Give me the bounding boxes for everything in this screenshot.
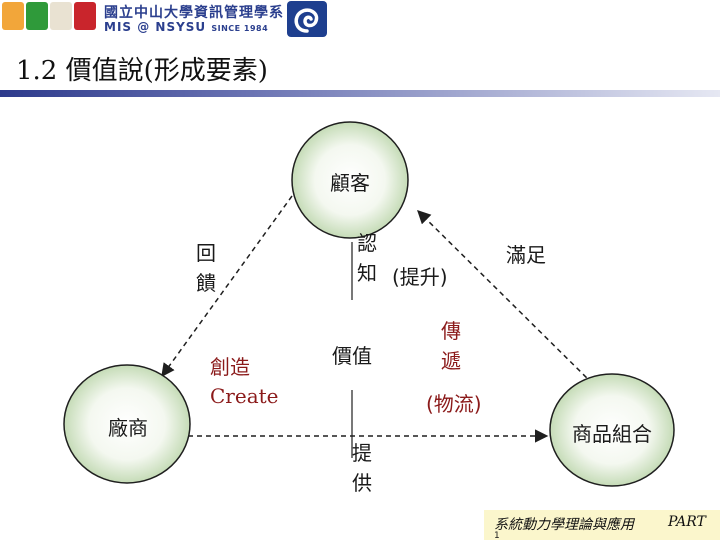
create-label: 創造	[210, 355, 250, 379]
since-text: SINCE 1984	[211, 24, 269, 33]
deliver-char-1: 傳	[441, 319, 461, 343]
customer-label: 顧客	[330, 171, 370, 195]
feedback-label: 回 饋	[194, 238, 218, 298]
feedback-char-1: 回	[196, 241, 216, 265]
recognize-extra-label: (提升)	[392, 265, 448, 289]
school-name: 國立中山大學資訊管理學系	[104, 5, 284, 21]
recognize-label: 認 知	[355, 228, 379, 288]
product-mix-node	[549, 373, 675, 487]
provide-label: 提 供	[350, 438, 374, 498]
create-en-label: Create	[210, 384, 279, 408]
customer-node	[291, 121, 409, 239]
provide-char-1: 提	[352, 441, 372, 465]
manufacturer-label: 廠商	[108, 416, 148, 440]
recognize-char-2: 知	[357, 261, 377, 285]
logo-tile-red-icon	[74, 2, 96, 30]
title-underline	[0, 90, 720, 97]
deliver-char-2: 遞	[441, 349, 461, 373]
logo-tile-orange-icon	[2, 2, 24, 30]
value-label: 價值	[332, 344, 372, 368]
provide-char-2: 供	[352, 471, 372, 495]
header-banner: 國立中山大學資訊管理學系 MIS @ NSYSU SINCE 1984	[0, 0, 720, 42]
footer-bar	[484, 510, 720, 540]
feedback-char-2: 饋	[196, 271, 216, 295]
swirl-logo-icon	[287, 1, 327, 37]
deliver-label: 傳 遞	[439, 316, 463, 376]
footer-course-title: 系統動力學理論與應用	[494, 517, 634, 533]
product-mix-label: 商品組合	[572, 422, 652, 446]
logo-tile-cream-icon	[50, 2, 72, 30]
footer-part-label: PART	[668, 514, 706, 530]
manufacturer-node	[63, 364, 191, 484]
department-code-text: MIS @ NSYSU	[104, 20, 207, 34]
logistics-label: (物流)	[426, 392, 482, 416]
satisfy-label: 滿足	[506, 243, 546, 267]
footer-page-fragment: 1	[494, 531, 500, 541]
feedback-arrow	[161, 195, 293, 378]
page-title: 1.2 價值說(形成要素)	[16, 56, 268, 86]
logo-tile-green-icon	[26, 2, 48, 30]
department-code: MIS @ NSYSU SINCE 1984	[104, 20, 268, 34]
recognize-char-1: 認	[357, 231, 377, 255]
